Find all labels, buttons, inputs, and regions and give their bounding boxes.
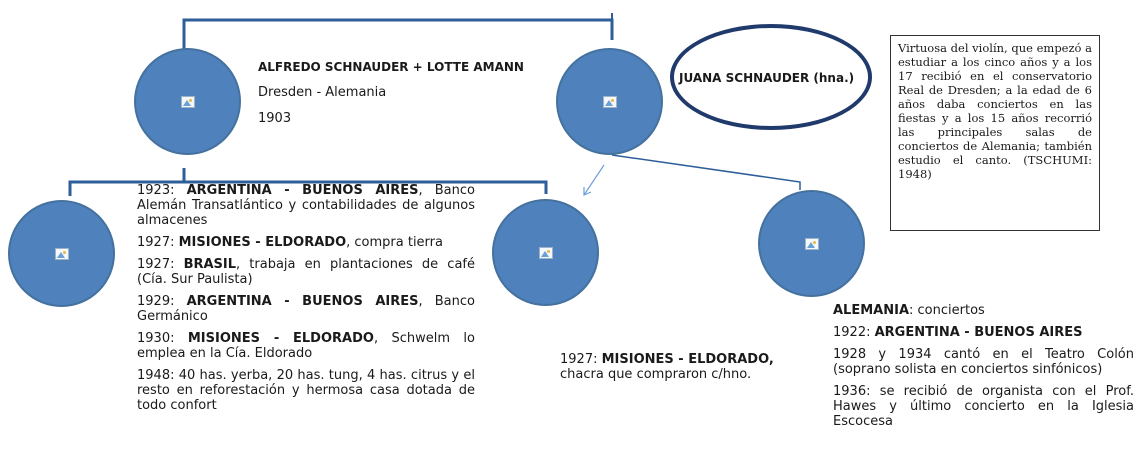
image-placeholder-icon [804,237,819,250]
sister-bio-note: Virtuosa del violín, que empezó a estudi… [890,35,1100,231]
child2-event: 1927: MISIONES - ELDORADO, chacra que co… [560,352,774,382]
child3-event: ALEMANIA: conciertos [833,303,985,318]
parents-place: Dresden - Alemania [258,85,387,100]
sister-node [556,48,663,155]
child3-event: 1928 y 1934 cantó en el Teatro Colón (so… [833,347,1134,377]
child1-event: 1923: ARGENTINA - BUENOS AIRES, Banco Al… [137,183,475,228]
child3-event: 1936: se recibió de organista con el Pro… [833,384,1134,429]
child1-event: 1930: MISIONES - ELDORADO, Schwelm lo em… [137,331,475,361]
parents-node [134,48,241,155]
image-placeholder-icon [54,247,69,260]
parents-name: ALFREDO SCHNAUDER + LOTTE AMANN [258,60,524,74]
parents-year: 1903 [258,111,292,126]
child1-event: 1948: 40 has. yerba, 20 has. tung, 4 has… [137,368,475,413]
child1-event: 1927: BRASIL, trabaja en plantaciones de… [137,257,475,287]
child3-event: 1922: ARGENTINA - BUENOS AIRES [833,325,1083,340]
child1-event: 1929: ARGENTINA - BUENOS AIRES, Banco Ge… [137,294,475,324]
child2-node [492,199,599,306]
child3-node [758,190,865,297]
child1-events: 1923: ARGENTINA - BUENOS AIRES, Banco Al… [137,183,475,420]
connector-sister-child3 [611,154,801,190]
image-placeholder-icon [180,95,195,108]
arrow-to-child2 [583,164,605,196]
child1-node [8,200,115,307]
connector-parents-sister [182,18,614,50]
sister-name-oval [670,24,872,130]
sister-name: JUANA SCHNAUDER (hna.) [679,71,855,85]
child1-event: 1927: MISIONES - ELDORADO, compra tierra [137,235,443,250]
connector-children-bracket [68,180,548,196]
image-placeholder-icon [602,95,617,108]
image-placeholder-icon [538,246,553,259]
child3-events: ALEMANIA: conciertos 1922: ARGENTINA - B… [833,303,1134,436]
